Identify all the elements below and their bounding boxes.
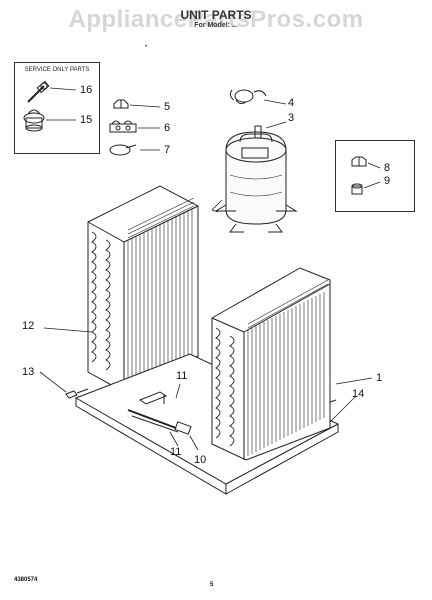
watermark: AppliancePartsPros.com [68,6,364,33]
service-part-15-drawing [23,109,45,132]
base-pan-drawing [74,353,340,495]
callout-5: 5 [164,101,171,113]
part-4-drawing [229,89,267,105]
callout-14: 14 [352,388,365,400]
callout-7: 7 [164,144,171,156]
callout-9: 9 [384,175,391,187]
part-7-drawing [109,144,137,156]
part-10-drawing [174,421,192,435]
callout-1: 1 [376,372,383,384]
condenser-coil-left-fins [127,197,195,388]
service-only-parts-box: SERVICE ONLY PARTS [14,62,100,154]
callout-4: 4 [288,97,295,109]
callout-13: 13 [22,366,35,378]
part-11-rod-drawing [127,409,177,429]
callout-8: 8 [384,162,391,174]
part-6-drawing [109,120,137,133]
part-11-bracket-drawing [138,391,168,405]
callout-3: 3 [288,112,295,124]
part-8-drawing [351,156,367,167]
part-5-drawing [113,99,129,109]
callout-11-top: 11 [176,370,188,382]
condenser-coil-left-drawing [87,185,199,393]
callout-12: 12 [22,320,35,332]
condenser-coil-right-drawing [211,267,331,461]
compressor-drawing [211,125,298,233]
page-subtitle: For Model: ... [194,22,238,29]
document-number: 4380574 [14,577,38,583]
callout-6: 6 [164,122,171,134]
page-title: UNIT PARTS [180,8,252,22]
callout-10: 10 [194,454,207,466]
condenser-coil-right-fins [247,279,329,456]
service-part-16-drawing [27,80,50,103]
service-only-parts-label: SERVICE ONLY PARTS [24,67,90,73]
callout-16: 16 [80,84,93,96]
callout-11-bottom: 11 [170,446,182,458]
part-9-drawing [351,183,363,195]
callout-15: 15 [80,114,93,126]
part-13-screw-drawing [65,388,89,399]
hardware-box [335,140,415,212]
page-number: 5 [210,582,214,588]
svg-text:•: • [145,44,147,50]
